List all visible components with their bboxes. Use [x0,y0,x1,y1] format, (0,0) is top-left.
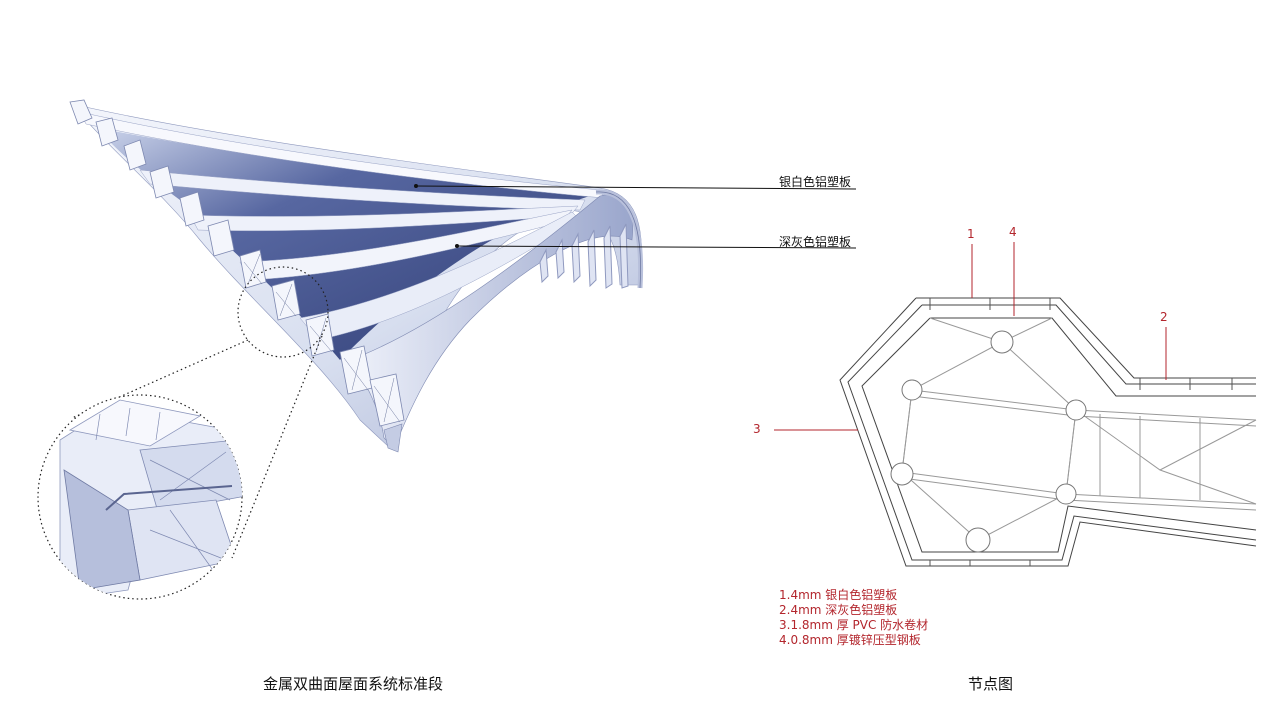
legend-item: 2.4mm 深灰色铝塑板 [779,603,898,617]
node-number-4: 4 [1009,225,1017,239]
legend-item: 3.1.8mm 厚 PVC 防水卷材 [779,618,929,632]
node-section-drawing [839,297,1257,567]
callout-silver-panel: 银白色铝塑板 [779,175,852,189]
roof-rendering [69,99,644,453]
material-legend: 1.4mm 银白色铝塑板 2.4mm 深灰色铝塑板 3.1.8mm 厚 PVC … [779,588,928,648]
left-caption: 金属双曲面屋面系统标准段 [263,675,444,693]
callout-leaders [414,184,857,249]
right-caption: 节点图 [968,675,1014,693]
zoom-detail [37,266,329,600]
callout-dark-panel: 深灰色铝塑板 [779,235,852,249]
number-leaders [774,242,1167,431]
node-number-3: 3 [753,422,761,436]
node-number-1: 1 [967,227,975,241]
legend-item: 1.4mm 银白色铝塑板 [779,588,898,602]
legend-item: 4.0.8mm 厚镀锌压型钢板 [779,633,921,647]
node-number-2: 2 [1160,310,1168,324]
